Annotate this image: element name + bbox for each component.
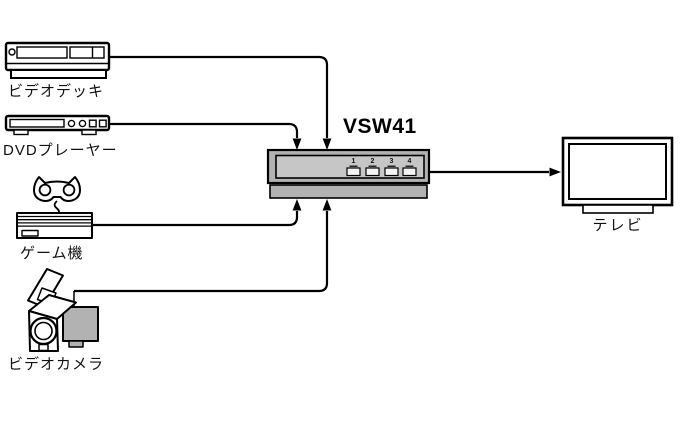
arrowhead-down-icon bbox=[322, 138, 332, 150]
camera-label: ビデオカメラ bbox=[8, 356, 105, 373]
input-button-4 bbox=[402, 167, 417, 177]
cable-game-to-switcher bbox=[92, 211, 299, 227]
arrowhead-up-icon bbox=[292, 199, 302, 211]
arrowhead-right-icon bbox=[549, 167, 561, 177]
switcher-button-3-label: 3 bbox=[389, 158, 394, 165]
vcr-icon bbox=[4, 41, 111, 79]
tv-label: テレビ bbox=[592, 217, 644, 234]
cable-dvd-to-switcher bbox=[109, 122, 299, 138]
dvd-label: DVDプレーヤー bbox=[3, 142, 118, 159]
switcher-button-4-label: 4 bbox=[407, 158, 412, 165]
arrowheads bbox=[292, 138, 561, 211]
arrowhead-down-icon bbox=[292, 138, 302, 150]
input-button-1 bbox=[346, 167, 361, 177]
game-console-icon bbox=[16, 176, 93, 239]
arrowhead-up-icon bbox=[322, 199, 332, 211]
video-camera-icon bbox=[27, 268, 99, 352]
cables bbox=[74, 55, 549, 293]
input-button-2 bbox=[365, 167, 380, 177]
switcher-base bbox=[269, 184, 428, 199]
vcr-label: ビデオデッキ bbox=[8, 83, 105, 100]
switcher-model-label: VSW41 bbox=[343, 115, 417, 138]
switcher-button-1-label: 1 bbox=[351, 158, 356, 165]
tv-icon bbox=[561, 136, 674, 214]
input-button-3 bbox=[384, 167, 399, 177]
switcher-icon bbox=[266, 148, 431, 199]
switcher-button-2-label: 2 bbox=[370, 158, 375, 165]
game-label: ゲーム機 bbox=[20, 245, 84, 262]
dvd-player-icon bbox=[4, 114, 111, 136]
cable-vcr-to-switcher bbox=[109, 55, 329, 138]
cable-camera-to-switcher bbox=[74, 211, 329, 293]
camera-cassette-box bbox=[62, 306, 99, 342]
